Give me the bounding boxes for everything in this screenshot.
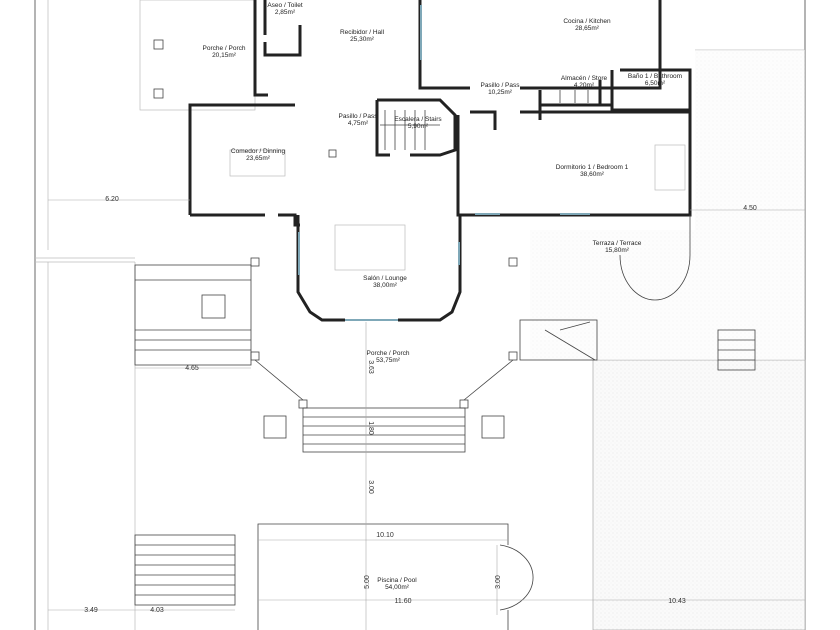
svg-text:4.03: 4.03: [150, 607, 164, 614]
svg-text:28,65m²: 28,65m²: [575, 25, 600, 32]
svg-text:10,25m²: 10,25m²: [488, 89, 513, 96]
room-name-terrace: Terraza / Terrace: [593, 240, 642, 247]
svg-text:11.60: 11.60: [395, 598, 412, 605]
room-name-store: Almacén / Store: [561, 75, 608, 82]
svg-text:3.49: 3.49: [84, 607, 98, 614]
stair-treads: [380, 90, 589, 150]
room-name-pass-2: Pasillo / Pass: [338, 113, 378, 120]
column: [250, 351, 260, 361]
room-name-porch: Porche / Porch: [203, 45, 246, 52]
front-porch: [139, 0, 256, 111]
room-name-back-porch: Porche / Porch: [367, 350, 410, 357]
svg-text:3.63: 3.63: [367, 360, 374, 374]
svg-text:38,00m²: 38,00m²: [373, 282, 398, 289]
svg-text:2,85m²: 2,85m²: [275, 9, 296, 16]
room-labels: Aseo / Toilet 2,85m² Recibidor / Hall 25…: [203, 2, 683, 591]
svg-text:53,75m²: 53,75m²: [376, 357, 401, 364]
svg-text:4,20m²: 4,20m²: [574, 82, 595, 89]
room-name-stairs: Escalera / Stairs: [394, 116, 442, 123]
room-name-bathroom: Baño 1 / Bathroom: [628, 73, 682, 80]
svg-text:23,65m²: 23,65m²: [246, 155, 271, 162]
svg-text:4.50: 4.50: [743, 205, 757, 212]
column: [153, 88, 164, 99]
svg-text:20,15m²: 20,15m²: [212, 52, 237, 59]
room-name-pool: Piscina / Pool: [377, 577, 417, 584]
svg-text:3.00: 3.00: [495, 575, 502, 589]
room-name-kitchen: Cocina / Kitchen: [563, 18, 611, 25]
column: [508, 257, 518, 267]
svg-text:4.65: 4.65: [185, 365, 199, 372]
svg-text:15,80m²: 15,80m²: [605, 247, 630, 254]
back-porch: [134, 215, 756, 606]
svg-text:6.20: 6.20: [105, 196, 119, 203]
svg-text:10.43: 10.43: [668, 598, 686, 605]
svg-text:10.10: 10.10: [376, 532, 394, 539]
garden-area: [592, 359, 806, 630]
svg-text:54,00m²: 54,00m²: [385, 584, 410, 591]
svg-text:38,60m²: 38,60m²: [580, 171, 605, 178]
svg-text:3.00: 3.00: [367, 480, 374, 494]
dimension-lines: [48, 199, 805, 630]
pool: [257, 523, 534, 630]
svg-text:1.80: 1.80: [367, 421, 374, 435]
room-name-lounge: Salón / Lounge: [363, 275, 407, 282]
room-name-bedroom: Dormitorio 1 / Bedroom 1: [556, 164, 629, 171]
furniture: [229, 144, 686, 271]
room-name-toilet: Aseo / Toilet: [267, 2, 302, 9]
svg-text:5.00: 5.00: [364, 575, 371, 589]
svg-text:6,50m²: 6,50m²: [645, 80, 666, 87]
column: [508, 351, 518, 361]
column: [250, 257, 260, 267]
room-name-dining: Comedor / Dinning: [231, 148, 286, 155]
terrace-area: [530, 230, 805, 360]
room-name-hall: Recibidor / Hall: [340, 29, 385, 36]
svg-text:25,30m²: 25,30m²: [350, 36, 375, 43]
dimension-labels: 6.20 4.50 4.65 3.63 1.80 3.00 10.10 11.6…: [84, 196, 757, 614]
column: [153, 39, 164, 50]
svg-text:5,90m²: 5,90m²: [408, 123, 429, 130]
walls: [188, 0, 692, 322]
svg-text:4,75m²: 4,75m²: [348, 120, 369, 127]
steps: [302, 407, 466, 453]
room-name-pass: Pasillo / Pass: [480, 82, 520, 89]
column: [459, 399, 469, 409]
column: [298, 399, 308, 409]
